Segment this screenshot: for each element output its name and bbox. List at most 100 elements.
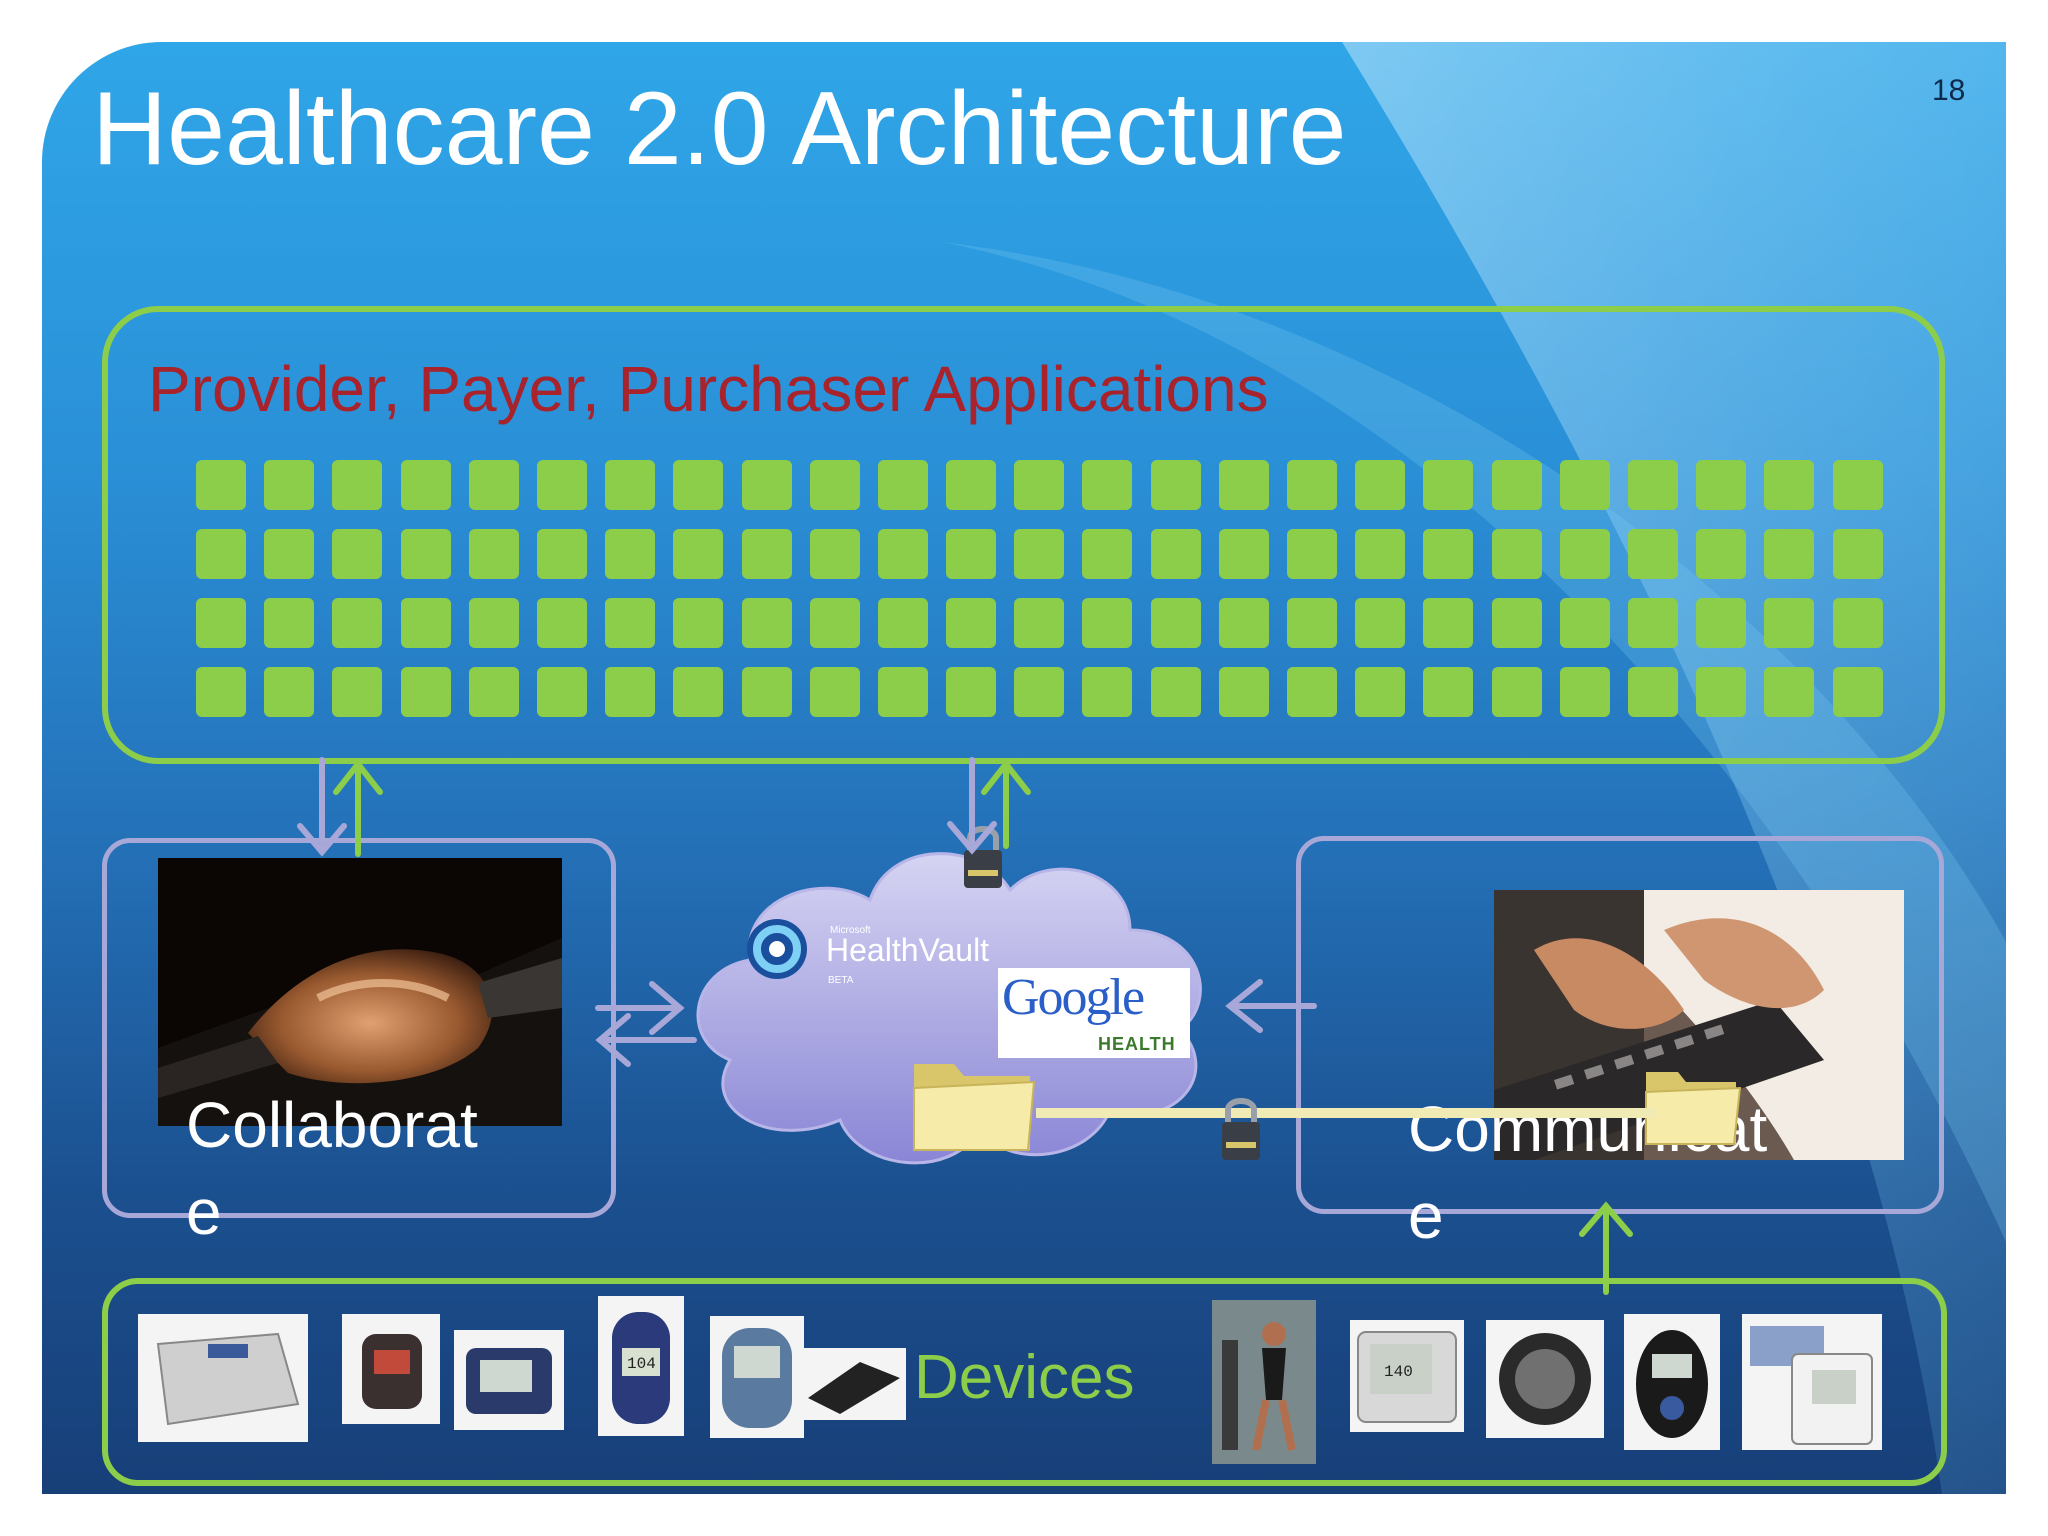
application-tile [946, 667, 997, 717]
application-tile [1014, 667, 1065, 717]
application-tile [1423, 460, 1474, 510]
application-tile [1832, 598, 1883, 648]
application-tile [1150, 598, 1201, 648]
application-tile [1491, 460, 1542, 510]
application-tile [264, 529, 315, 579]
bp-monitor-image: 140 [1350, 1320, 1464, 1432]
application-tile [605, 667, 656, 717]
application-tile [1082, 529, 1133, 579]
application-tile [468, 460, 519, 510]
handheld-meter-image [710, 1316, 804, 1438]
arrow-icon-up-collab [333, 759, 383, 857]
application-tile [264, 598, 315, 648]
communicate-box [1296, 836, 1944, 1214]
application-tile [1355, 598, 1406, 648]
application-tile [1423, 529, 1474, 579]
application-tile [605, 598, 656, 648]
healthvault-text: HealthVault [826, 932, 990, 968]
folder-icon [913, 1064, 1036, 1151]
application-tile [1559, 529, 1610, 579]
application-tile [264, 667, 315, 717]
application-tile [332, 598, 383, 648]
application-tile [1696, 460, 1747, 510]
application-tile [1218, 529, 1269, 579]
application-tile [264, 460, 315, 510]
application-tile [1627, 460, 1678, 510]
application-tile [1764, 460, 1815, 510]
application-tile [673, 529, 724, 579]
sport-watch-image [1486, 1320, 1604, 1438]
health-cloud [696, 852, 1202, 1165]
application-tile [1559, 667, 1610, 717]
application-tile [1218, 598, 1269, 648]
application-tile [1218, 667, 1269, 717]
application-tile [468, 529, 519, 579]
application-tile [1764, 529, 1815, 579]
application-tile [1491, 529, 1542, 579]
application-tile [741, 529, 792, 579]
application-tile [1014, 460, 1065, 510]
google-health-logo [998, 968, 1190, 1058]
application-tile [1287, 667, 1337, 717]
application-tile [1559, 598, 1610, 648]
application-tile [1423, 598, 1474, 648]
application-tile [1696, 667, 1747, 717]
application-tile [1082, 598, 1133, 648]
healthvault-beta-text: BETA [828, 975, 854, 986]
arrow-icon-up-cloud [981, 759, 1031, 849]
application-tile [1832, 667, 1883, 717]
application-tile [605, 529, 656, 579]
application-tile [741, 598, 792, 648]
application-tile [1082, 460, 1133, 510]
application-tile [809, 598, 860, 648]
svg-text:140: 140 [1384, 1363, 1413, 1381]
application-tile [1832, 529, 1883, 579]
devices-label: Devices [914, 1343, 1135, 1412]
application-tile [1014, 598, 1065, 648]
application-tile [1491, 667, 1542, 717]
arrow-icon-to-cloud [595, 981, 685, 1035]
application-tile [332, 667, 383, 717]
google-health-text: HEALTH [1098, 1034, 1176, 1054]
application-tile [946, 460, 997, 510]
application-tile [400, 529, 451, 579]
application-tile [1559, 460, 1610, 510]
application-tile [1764, 667, 1815, 717]
pedometer-image [1624, 1314, 1720, 1450]
application-tile [468, 598, 519, 648]
application-tile [332, 529, 383, 579]
application-tile [1287, 460, 1337, 510]
application-tile [400, 667, 451, 717]
application-tile [1287, 598, 1337, 648]
application-tile [673, 667, 724, 717]
application-tile [536, 529, 587, 579]
arrow-icon-devices-up [1579, 1201, 1633, 1295]
padlock-icon [1222, 1098, 1260, 1160]
healthvault-logo-icon [747, 919, 807, 979]
application-tile [741, 460, 792, 510]
application-tile [673, 460, 724, 510]
collaborate-label: Collaborate [186, 1089, 478, 1249]
application-tile [1218, 460, 1269, 510]
application-grid [196, 460, 1886, 718]
background-swoosh [942, 42, 2006, 1494]
application-tile [1150, 667, 1201, 717]
application-tile [1150, 460, 1201, 510]
handshake-photo [158, 858, 562, 1126]
application-tile [741, 667, 792, 717]
arrow-icon-down-cloud [947, 757, 997, 855]
folder-icon-remote [1645, 1072, 1742, 1145]
application-tile [1150, 529, 1201, 579]
application-tile [1764, 598, 1815, 648]
slide-background [42, 42, 2006, 1494]
arm-bp-monitor-image [1742, 1314, 1882, 1450]
application-tile [1355, 667, 1406, 717]
application-tile [1423, 667, 1474, 717]
application-tile [1696, 598, 1747, 648]
pulse-oximeter-image [342, 1314, 440, 1424]
application-tile [605, 460, 656, 510]
application-tile [1627, 598, 1678, 648]
application-tile [400, 460, 451, 510]
devices-box [102, 1278, 1947, 1486]
